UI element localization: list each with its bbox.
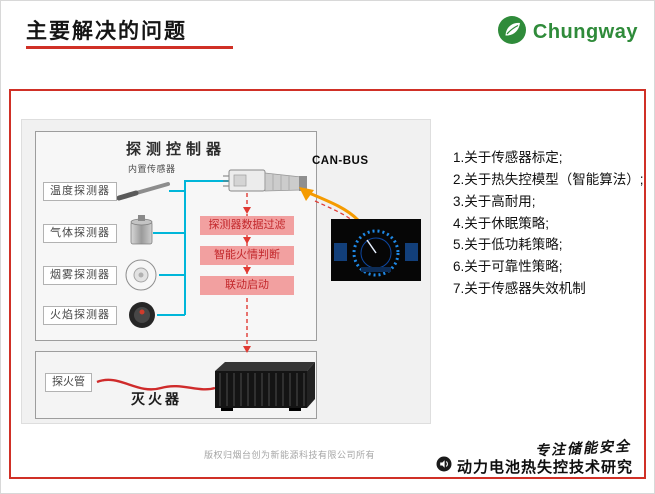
instrument-cluster-image	[331, 219, 421, 281]
controller-title: 探测控制器	[125, 141, 226, 158]
process-step-data-filter: 探测器数据过滤	[200, 216, 294, 235]
extinguisher-label: 灭火器	[131, 391, 182, 407]
point-item-7: 7.关于传感器失效机制	[453, 281, 586, 297]
brand-name: Chungway	[532, 21, 638, 43]
detector-label-flame: 火焰探测器	[43, 306, 117, 325]
content-frame	[9, 89, 646, 479]
research-title: 动力电池热失控技术研究	[457, 459, 634, 476]
chungway-leaf-icon	[497, 15, 527, 50]
detector-label-temperature: 温度探测器	[43, 182, 117, 201]
process-step-linkage-start: 联动启动	[200, 276, 294, 295]
detector-label-gas: 气体探测器	[43, 224, 117, 243]
solution-points: 1.关于传感器标定; 2.关于热失控模型（智能算法）; 3.关于高耐用; 4.关…	[453, 147, 649, 300]
page-title: 主要解决的问题	[26, 20, 187, 43]
title-underline	[26, 46, 233, 49]
point-item-4: 4.关于休眠策略;	[453, 215, 550, 231]
canbus-label: CAN-BUS	[312, 155, 369, 167]
copyright-text: 版权归烟台创为新能源科技有限公司所有	[204, 450, 376, 460]
point-item-6: 6.关于可靠性策略;	[453, 259, 563, 275]
process-step-fire-judge: 智能火情判断	[200, 246, 294, 265]
point-item-5: 5.关于低功耗策略;	[453, 237, 563, 253]
point-item-2: 2.关于热失控模型（智能算法）;	[453, 171, 644, 187]
brand-logo: Chungway	[497, 15, 638, 50]
point-item-3: 3.关于高耐用;	[453, 193, 536, 209]
fire-tube-label: 探火管	[45, 373, 92, 392]
research-line: 动力电池热失控技术研究	[436, 456, 633, 477]
detector-label-smoke: 烟雾探测器	[43, 266, 117, 285]
speedometer-icon	[331, 219, 421, 281]
point-item-1: 1.关于传感器标定;	[453, 150, 563, 165]
broadcast-icon	[436, 456, 452, 477]
builtin-sensor-label: 内置传感器	[128, 164, 176, 174]
